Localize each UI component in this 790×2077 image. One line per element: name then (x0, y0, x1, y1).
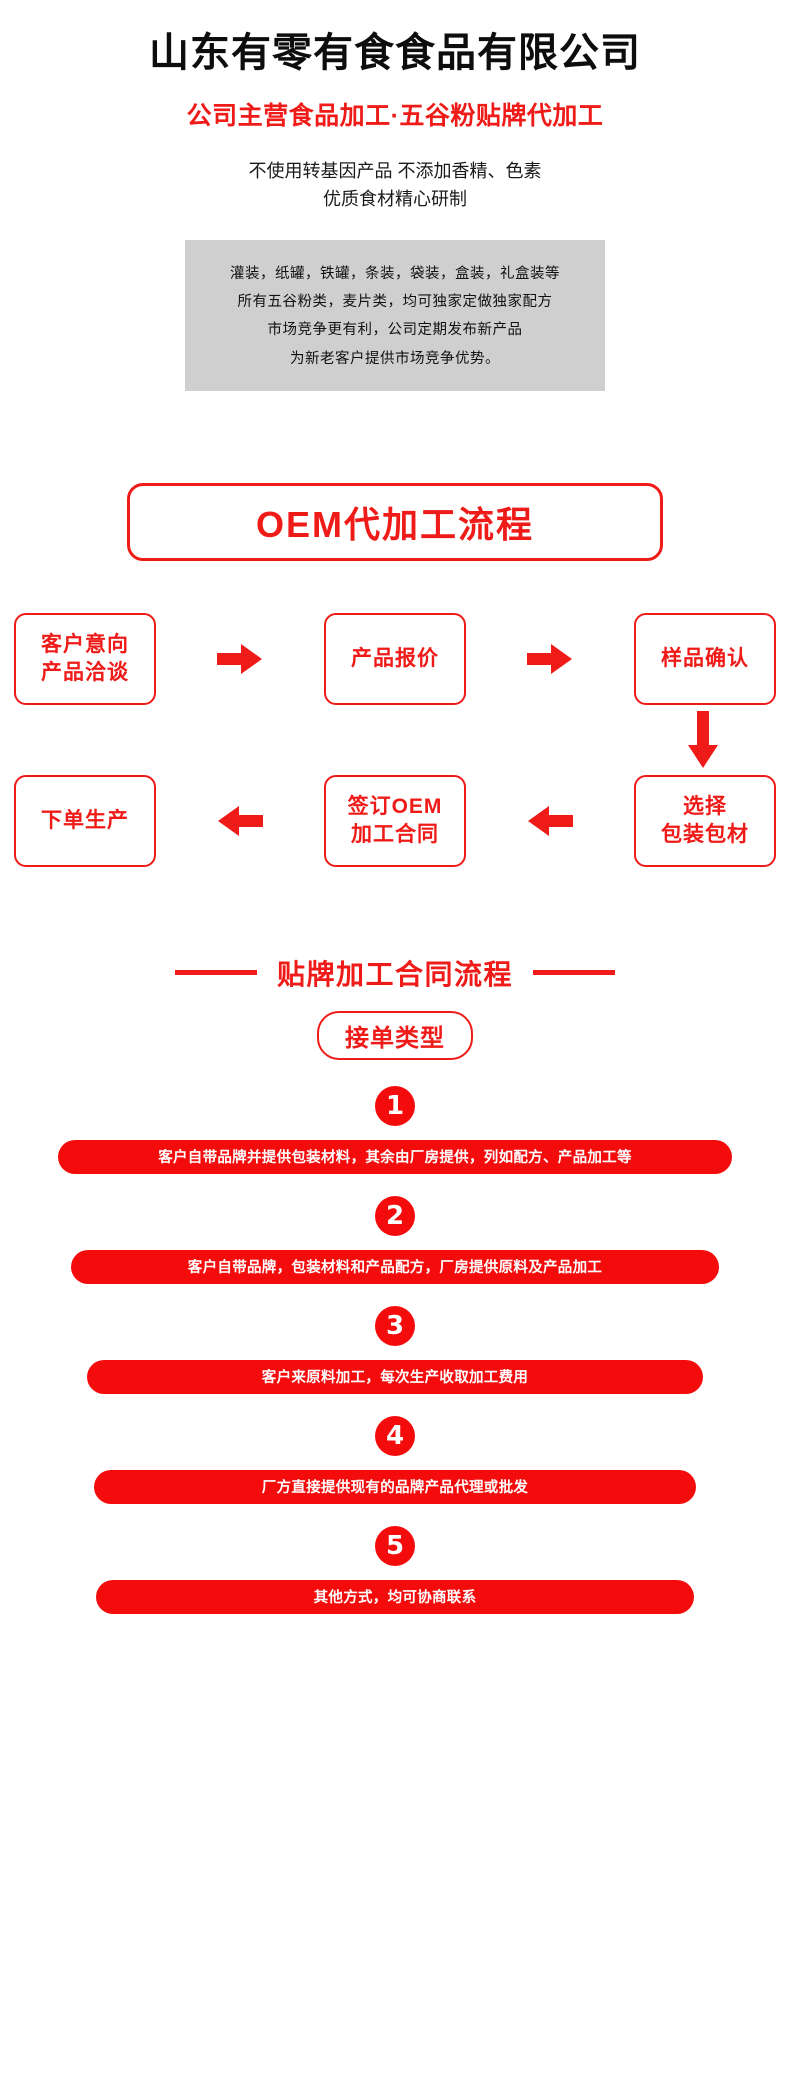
item-bar-text: 其他方式，均可协商联系 (313, 1590, 477, 1607)
order-type-list: 1 客户自带品牌并提供包装材料，其余由厂房提供，列如配方、产品加工等 2 客户自… (0, 1085, 790, 1636)
oem-banner: OEM代加工流程 (127, 482, 663, 561)
item-bar: 客户来原料加工，每次生产收取加工费用 (87, 1359, 703, 1394)
page-header: 山东有零有食食品有限公司 公司主营食品加工·五谷粉贴牌代加工 不使用转基因产品 … (0, 0, 790, 214)
flow-step-label: 加工合同 (351, 822, 439, 846)
company-title: 山东有零有食食品有限公司 (149, 31, 641, 75)
tagline-block: 不使用转基因产品 不添加香精、色素 优质食材精心研制 (0, 158, 790, 214)
info-box-line: 为新老客户提供市场竞争优势。 (290, 350, 500, 367)
info-box: 灌装，纸罐，铁罐，条装，袋装，盒装，礼盒装等 所有五谷粉类，麦片类，均可独家定做… (185, 239, 605, 391)
bottom-spacer (0, 1636, 790, 1666)
flow-step-label: 包装包材 (661, 822, 749, 846)
list-item: 1 客户自带品牌并提供包装材料，其余由厂房提供，列如配方、产品加工等 (0, 1085, 790, 1196)
arrow-left-icon (519, 804, 581, 838)
contract-section: 贴牌加工合同流程 接单类型 1 客户自带品牌并提供包装材料，其余由厂房提供，列如… (0, 953, 790, 1636)
list-item: 4 厂方直接提供现有的品牌产品代理或批发 (0, 1415, 790, 1526)
item-bar: 客户自带品牌，包装材料和产品配方，厂房提供原料及产品加工 (71, 1249, 719, 1284)
flow-step-label: 产品报价 (351, 646, 439, 670)
company-subtitle: 公司主营食品加工·五谷粉贴牌代加工 (186, 102, 604, 130)
oem-flow-chart: 客户意向 产品洽谈 产品报价 样品确认 下单 (0, 612, 790, 867)
order-type-pill-label: 接单类型 (345, 1024, 445, 1052)
tagline-line-2: 优质食材精心研制 (323, 188, 467, 209)
item-number-badge: 4 (375, 1415, 415, 1456)
order-type-pill: 接单类型 (317, 1010, 473, 1060)
flow-row-1: 客户意向 产品洽谈 产品报价 样品确认 (14, 612, 776, 705)
tagline-line-1: 不使用转基因产品 不添加香精、色素 (248, 161, 542, 181)
flow-step-label: 产品洽谈 (41, 660, 129, 684)
flow-step-sign-contract: 签订OEM 加工合同 (324, 774, 466, 867)
item-bar-text: 客户自带品牌，包装材料和产品配方，厂房提供原料及产品加工 (187, 1260, 603, 1277)
item-number-badge: 3 (375, 1305, 415, 1346)
info-box-wrapper: 灌装，纸罐，铁罐，条装，袋装，盒装，礼盒装等 所有五谷粉类，麦片类，均可独家定做… (0, 239, 790, 391)
flow-step-product-quote: 产品报价 (324, 612, 466, 705)
flow-step-label: 样品确认 (661, 646, 749, 670)
list-item: 2 客户自带品牌，包装材料和产品配方，厂房提供原料及产品加工 (0, 1195, 790, 1306)
item-bar-text: 客户来原料加工，每次生产收取加工费用 (261, 1370, 529, 1387)
item-bar: 厂方直接提供现有的品牌产品代理或批发 (94, 1469, 696, 1504)
info-box-line: 灌装，纸罐，铁罐，条装，袋装，盒装，礼盒装等 (230, 265, 560, 282)
flow-step-label: 签订OEM (347, 794, 443, 818)
heading-rule-left (174, 970, 257, 976)
list-item: 5 其他方式，均可协商联系 (0, 1525, 790, 1636)
flow-step-label: 下单生产 (41, 808, 129, 832)
item-number-badge: 5 (375, 1525, 415, 1566)
flow-row-2: 下单生产 签订OEM 加工合同 选择 包装包材 (14, 774, 776, 867)
flow-down-arrow-row (14, 710, 776, 769)
contract-section-title: 贴牌加工合同流程 (276, 958, 513, 990)
info-box-line: 所有五谷粉类，麦片类，均可独家定做独家配方 (237, 294, 553, 311)
flow-step-sample-confirm: 样品确认 (634, 612, 776, 705)
heading-rule-right (533, 970, 615, 976)
info-box-line: 市场竞争更有利，公司定期发布新产品 (267, 322, 523, 339)
item-bar-text: 客户自带品牌并提供包装材料，其余由厂房提供，列如配方、产品加工等 (158, 1150, 632, 1167)
flow-step-choose-packaging: 选择 包装包材 (634, 774, 776, 867)
flow-step-customer-intent: 客户意向 产品洽谈 (14, 612, 156, 705)
list-item: 3 客户来原料加工，每次生产收取加工费用 (0, 1305, 790, 1416)
order-type-pill-wrapper: 接单类型 (0, 1010, 790, 1060)
contract-section-heading: 贴牌加工合同流程 (0, 953, 790, 993)
oem-banner-wrapper: OEM代加工流程 (0, 482, 790, 561)
item-bar: 其他方式，均可协商联系 (96, 1579, 694, 1614)
flow-step-place-order: 下单生产 (14, 774, 156, 867)
flow-step-label: 选择 (683, 794, 727, 818)
oem-banner-title: OEM代加工流程 (255, 503, 534, 545)
flow-step-label: 客户意向 (41, 632, 129, 656)
item-number-badge: 1 (375, 1085, 415, 1126)
arrow-left-icon (209, 804, 271, 838)
item-bar-text: 厂方直接提供现有的品牌产品代理或批发 (261, 1480, 529, 1497)
arrow-right-icon (519, 642, 581, 676)
arrow-right-icon (209, 642, 271, 676)
arrow-down-icon (686, 710, 720, 769)
item-number-badge: 2 (375, 1195, 415, 1236)
item-bar: 客户自带品牌并提供包装材料，其余由厂房提供，列如配方、产品加工等 (58, 1139, 732, 1174)
